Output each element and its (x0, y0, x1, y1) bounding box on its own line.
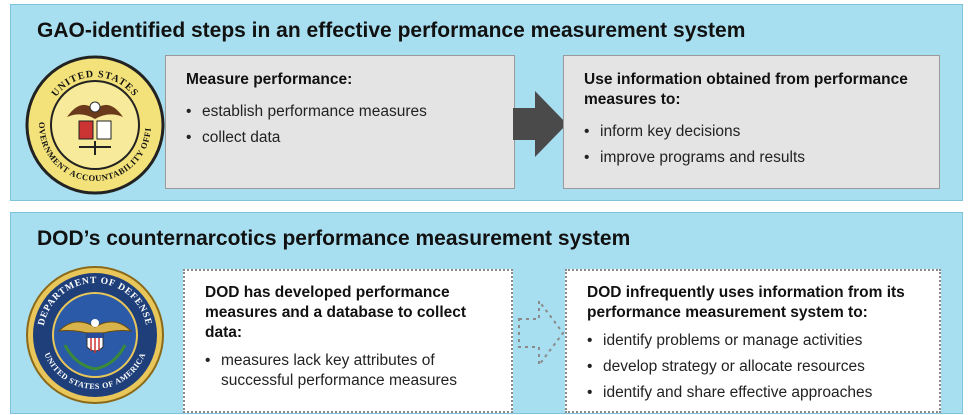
dod-developed-measures-list: measures lack key attributes of successf… (205, 351, 493, 391)
dotted-arrow-icon (518, 298, 565, 368)
measure-performance-list: establish performance measures collect d… (186, 102, 496, 148)
dod-developed-measures-box: DOD has developed performance measures a… (183, 269, 513, 413)
list-item: identify problems or manage activities (587, 331, 921, 351)
use-information-box: Use information obtained from performanc… (563, 55, 940, 189)
list-item: collect data (186, 128, 496, 148)
list-item: identify and share effective approaches (587, 383, 921, 403)
gao-panel-title: GAO-identified steps in an effective per… (37, 19, 746, 42)
solid-arrow-icon (513, 91, 567, 157)
use-information-title: Use information obtained from performanc… (584, 71, 908, 108)
dod-panel-title: DOD’s counternarcotics performance measu… (37, 227, 631, 250)
gao-seal-icon: UNITED STATES GOVERNMENT ACCOUNTABILITY … (25, 55, 165, 195)
list-item: improve programs and results (584, 148, 921, 168)
use-information-list: inform key decisions improve programs an… (584, 122, 921, 168)
dod-infrequent-use-box: DOD infrequently uses information from i… (565, 269, 941, 413)
gao-steps-panel: GAO-identified steps in an effective per… (10, 4, 963, 201)
dod-infrequent-use-title: DOD infrequently uses information from i… (587, 284, 905, 321)
list-item: measures lack key attributes of successf… (205, 351, 493, 391)
dod-infrequent-use-list: identify problems or manage activities d… (587, 331, 921, 403)
dod-seal-icon: DEPARTMENT OF DEFENSE UNITED STATES OF A… (26, 266, 164, 404)
list-item: develop strategy or allocate resources (587, 357, 921, 377)
list-item: establish performance measures (186, 102, 496, 122)
measure-performance-box: Measure performance: establish performan… (165, 55, 515, 189)
dod-developed-measures-title: DOD has developed performance measures a… (205, 284, 467, 341)
measure-performance-title: Measure performance: (186, 71, 353, 88)
list-item: inform key decisions (584, 122, 921, 142)
dod-system-panel: DOD’s counternarcotics performance measu… (10, 212, 963, 414)
